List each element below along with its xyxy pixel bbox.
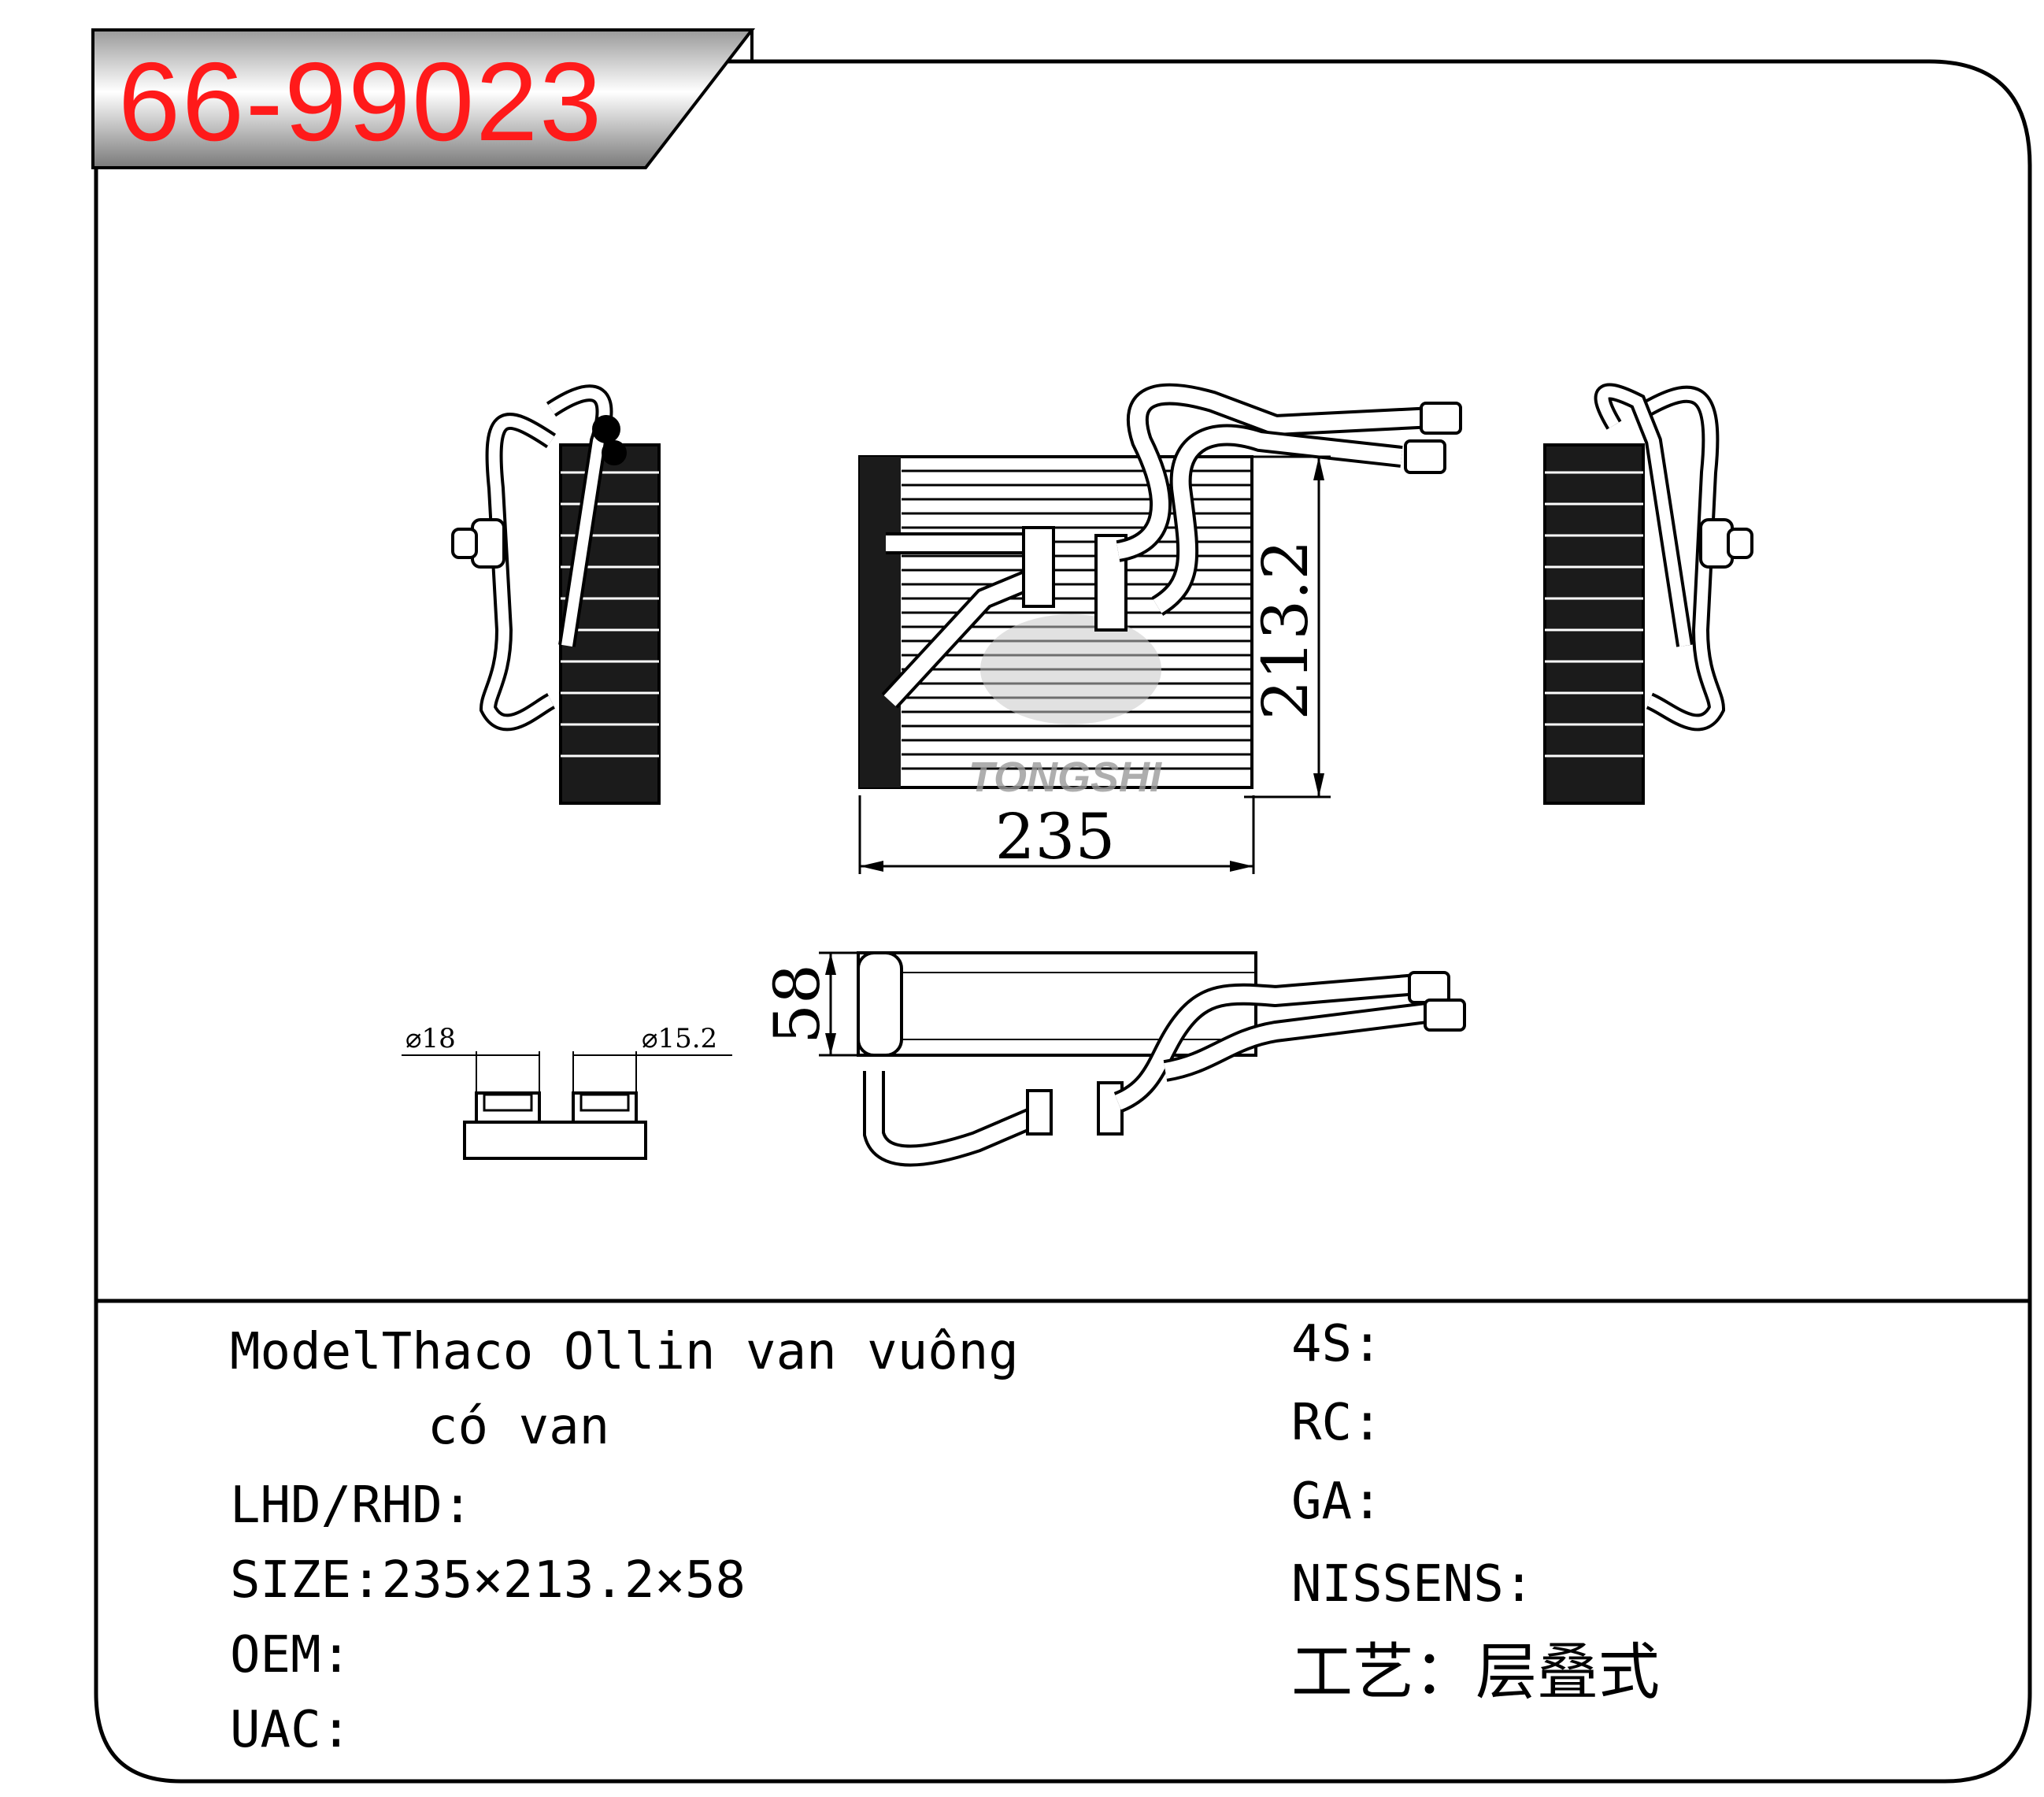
top-view: 58 bbox=[761, 951, 1466, 1167]
height-dimension: 213.2 bbox=[1249, 539, 1322, 720]
rc-label: RC: bbox=[1291, 1394, 1383, 1452]
side-view-right bbox=[1543, 383, 1753, 805]
front-view: TONGSHI 235 213.2 bbox=[858, 383, 1462, 874]
depth-dimension: 58 bbox=[761, 964, 834, 1044]
width-dimension: 235 bbox=[995, 800, 1116, 873]
part-number-banner bbox=[91, 28, 756, 169]
model-line-1: ModelThaco Ollin van vuông bbox=[230, 1323, 1019, 1381]
part-number: 66-99023 bbox=[118, 39, 604, 165]
port-detail: ⌀18 ⌀15.2 bbox=[402, 1023, 732, 1160]
oem-label: OEM: bbox=[230, 1626, 352, 1684]
port-diameter-b: ⌀15.2 bbox=[642, 1023, 717, 1054]
4s-label: 4S: bbox=[1291, 1315, 1383, 1373]
watermark-text: TONGSHI bbox=[968, 754, 1162, 801]
process-label: 工艺：层叠式 bbox=[1291, 1637, 1661, 1708]
ga-label: GA: bbox=[1291, 1473, 1383, 1531]
sheet-border bbox=[94, 59, 2032, 1784]
uac-label: UAC: bbox=[230, 1701, 352, 1759]
side-view-left bbox=[451, 384, 661, 805]
model-line-2: có van bbox=[428, 1398, 610, 1456]
port-diameter-a: ⌀18 bbox=[405, 1023, 456, 1054]
lhd-rhd-label: LHD/RHD: bbox=[230, 1477, 473, 1535]
size-label: SIZE:235×213.2×58 bbox=[230, 1551, 746, 1610]
nissens-label: NISSENS: bbox=[1291, 1555, 1535, 1614]
